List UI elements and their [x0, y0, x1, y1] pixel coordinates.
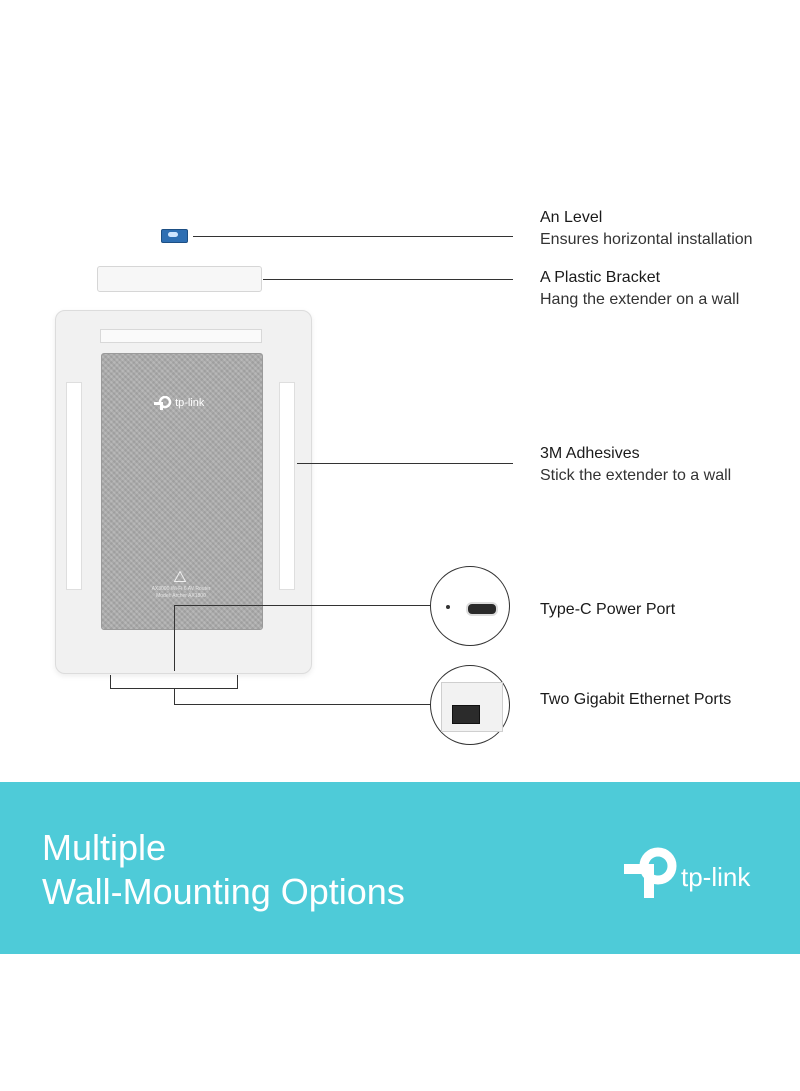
ethernet-port-icon: [452, 705, 480, 724]
indicator-dot: [446, 605, 450, 609]
bracket-title: A Plastic Bracket: [540, 269, 661, 286]
level-subtitle: Ensures horizontal installation: [540, 231, 753, 248]
power-leader-drop: [174, 605, 175, 671]
adhesive-strip-right: [279, 382, 295, 590]
power-port-title: Type-C Power Port: [540, 601, 676, 618]
banner: [0, 782, 800, 954]
adhesive-subtitle: Stick the extender to a wall: [540, 467, 732, 484]
device-label: AX3000 Wi-Fi 6 AV Router Model: Archer A…: [132, 586, 230, 600]
bracket-subtitle: Hang the extender on a wall: [540, 291, 740, 308]
mount-top-slot: [100, 329, 262, 343]
device-logo-text: tp-link: [175, 396, 205, 409]
adhesive-strip-left: [66, 382, 82, 590]
bracket-leader-line: [263, 279, 513, 280]
type-c-port-icon: [466, 602, 498, 616]
eth-leader-drop: [174, 688, 175, 704]
tp-link-brand-icon: [624, 847, 677, 898]
device-label-line2: Model: Archer AX1800: [156, 593, 206, 599]
device-logo: tp-link: [152, 395, 205, 410]
warning-icon: [174, 571, 186, 582]
ethernet-title: Two Gigabit Ethernet Ports: [540, 691, 732, 708]
brand-name: tp-link: [681, 862, 751, 892]
port-bracket-right: [237, 675, 238, 688]
power-leader-line: [174, 605, 431, 606]
plastic-bracket: [97, 266, 262, 292]
level-leader-line: [193, 236, 513, 237]
headline-line1: Multiple: [42, 827, 167, 868]
headline-line2: Wall-Mounting Options: [42, 871, 405, 912]
extender-panel: [101, 353, 263, 630]
banner-headline: Multiple Wall-Mounting Options: [42, 826, 405, 914]
adhesive-leader-line: [297, 463, 513, 464]
device-label-line1: AX3000 Wi-Fi 6 AV Router: [151, 586, 211, 592]
eth-leader-line: [174, 704, 431, 705]
level-title: An Level: [540, 209, 603, 226]
level-bubble: [168, 232, 178, 237]
tp-link-logo-icon: [154, 395, 172, 410]
port-bracket-left: [110, 675, 111, 688]
adhesive-title: 3M Adhesives: [540, 445, 640, 462]
